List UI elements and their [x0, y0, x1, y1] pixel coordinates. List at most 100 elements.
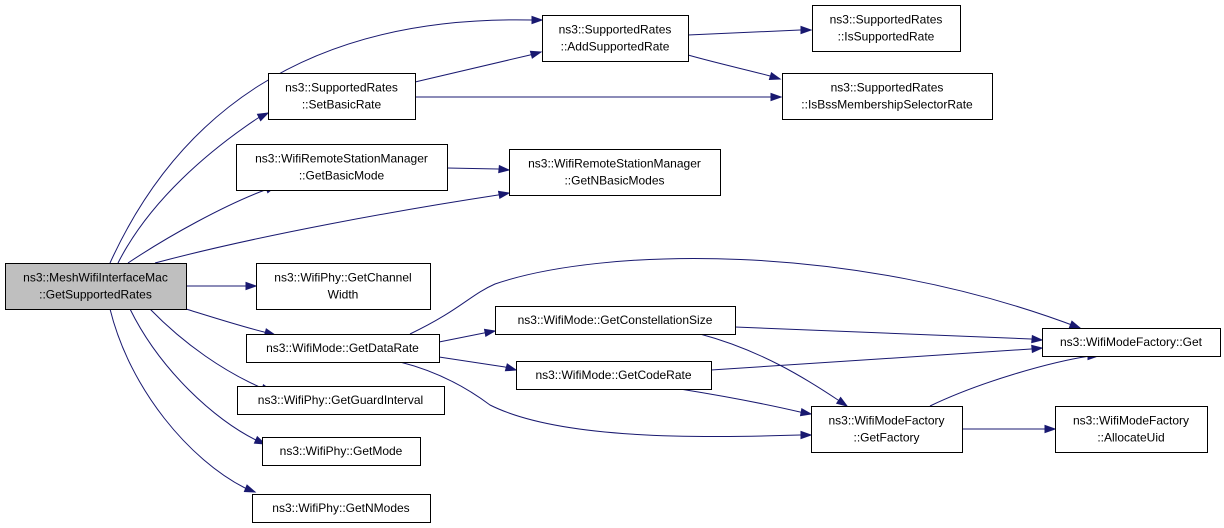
- arrowhead: [531, 15, 544, 25]
- node-is-supported-rate[interactable]: ns3::SupportedRates::IsSupportedRate: [812, 5, 961, 52]
- get-data-rate-to-factory-get: [409, 258, 1082, 335]
- node-label: ns3::MeshWifiInterfaceMac: [23, 271, 168, 285]
- edge-line: [154, 194, 499, 264]
- edge-line: [409, 258, 1081, 335]
- node-label: Width: [328, 288, 359, 302]
- edge-line: [687, 54, 771, 77]
- edge-line: [399, 361, 801, 437]
- node-label: ns3::WifiPhy::GetChannel: [274, 271, 411, 285]
- edge-line: [149, 308, 263, 389]
- node-box: [495, 306, 736, 335]
- edge-line: [109, 19, 533, 264]
- get-data-rate-to-get-factory: [399, 361, 813, 440]
- arrowhead: [529, 50, 543, 59]
- get-data-rate-to-constellation: [438, 328, 497, 343]
- node-label: ns3::WifiRemoteStationManager: [255, 152, 428, 166]
- edge-line: [127, 189, 266, 264]
- node-get-n-basic-modes[interactable]: ns3::WifiRemoteStationManager::GetNBasic…: [509, 149, 721, 196]
- node-label: ns3::WifiPhy::GetGuardInterval: [258, 393, 423, 407]
- node-box: [811, 406, 963, 453]
- node-box: [237, 386, 445, 415]
- add-supported-to-is-supported: [687, 25, 813, 36]
- node-get-constellation-size[interactable]: ns3::WifiMode::GetConstellationSize: [495, 306, 736, 335]
- node-label: ::IsBssMembershipSelectorRate: [801, 98, 973, 112]
- arrowhead: [835, 396, 849, 407]
- node-label: ::IsSupportedRate: [838, 30, 935, 44]
- arrowhead: [800, 25, 813, 35]
- root-to-add-supported-rate: [109, 15, 544, 264]
- node-set-basic-rate[interactable]: ns3::SupportedRates::SetBasicRate: [268, 73, 416, 120]
- edge-line: [414, 54, 531, 83]
- node-box: [268, 73, 416, 120]
- node-box: [509, 149, 721, 196]
- set-basic-rate-to-add-supported: [414, 50, 543, 83]
- node-label: ns3::WifiModeFactory: [828, 414, 944, 428]
- node-label: ::GetSupportedRates: [39, 288, 152, 302]
- node-label: ::GetBasicMode: [299, 169, 385, 183]
- node-box: [236, 144, 448, 191]
- root-to-get-channel-width: [186, 281, 258, 291]
- node-label: ns3::SupportedRates: [831, 81, 944, 95]
- constellation-to-factory-get: [734, 326, 1044, 344]
- node-box: [782, 73, 993, 120]
- arrowhead: [800, 430, 813, 440]
- arrowhead: [256, 112, 270, 122]
- node-label: ns3::WifiModeFactory::Get: [1060, 335, 1203, 349]
- arrowhead: [799, 407, 813, 417]
- edge-line: [679, 388, 801, 413]
- code-rate-to-get-factory: [679, 388, 813, 417]
- node-box: [516, 361, 712, 390]
- node-get-mode[interactable]: ns3::WifiPhy::GetMode: [262, 437, 421, 466]
- node-get-factory[interactable]: ns3::WifiModeFactory::GetFactory: [811, 406, 963, 453]
- node-get-code-rate[interactable]: ns3::WifiMode::GetCodeRate: [516, 361, 712, 390]
- edge-line: [438, 332, 485, 343]
- arrowhead: [245, 281, 258, 291]
- node-box: [1042, 328, 1221, 357]
- node-get-basic-mode[interactable]: ns3::WifiRemoteStationManager::GetBasicM…: [236, 144, 448, 191]
- node-allocate-uid[interactable]: ns3::WifiModeFactory::AllocateUid: [1055, 406, 1208, 453]
- edge-line: [446, 167, 499, 170]
- node-label: ns3::WifiPhy::GetMode: [280, 444, 403, 458]
- edge-line: [687, 29, 801, 36]
- arrowhead: [497, 190, 511, 200]
- node-label: ns3::WifiRemoteStationManager: [528, 157, 701, 171]
- node-box: [262, 437, 421, 466]
- arrowhead: [498, 164, 511, 174]
- node-label: ns3::SupportedRates: [285, 81, 398, 95]
- root-to-get-mode: [129, 308, 267, 445]
- add-supported-to-is-bss: [687, 54, 782, 81]
- node-get-n-modes[interactable]: ns3::WifiPhy::GetNModes: [252, 494, 431, 523]
- node-label: ns3::SupportedRates: [830, 13, 943, 27]
- node-label: ns3::WifiMode::GetConstellationSize: [518, 313, 713, 327]
- arrowhead: [770, 92, 783, 102]
- constellation-to-get-factory: [699, 333, 849, 407]
- edge-line: [185, 308, 265, 333]
- arrowhead: [504, 363, 518, 372]
- node-add-supported-rate[interactable]: ns3::SupportedRates::AddSupportedRate: [542, 15, 689, 62]
- edge-line: [129, 308, 257, 441]
- nodes: ns3::MeshWifiInterfaceMac::GetSupportedR…: [5, 5, 1221, 523]
- edge-line: [438, 356, 506, 368]
- node-box: [1055, 406, 1208, 453]
- node-factory-get[interactable]: ns3::WifiModeFactory::Get: [1042, 328, 1221, 357]
- root-to-get-n-modes: [109, 308, 257, 493]
- arrowhead: [1031, 334, 1044, 344]
- node-is-bss-membership[interactable]: ns3::SupportedRates::IsBssMembershipSele…: [782, 73, 993, 120]
- arrowhead: [1044, 424, 1057, 434]
- arrowhead: [768, 71, 782, 81]
- node-box: [256, 263, 431, 310]
- node-root[interactable]: ns3::MeshWifiInterfaceMac::GetSupportedR…: [5, 263, 187, 310]
- node-label: ::SetBasicRate: [302, 98, 382, 112]
- code-rate-to-factory-get: [710, 344, 1044, 371]
- get-basic-mode-to-get-n-basic: [446, 164, 511, 174]
- node-label: ::AddSupportedRate: [561, 40, 670, 54]
- get-data-rate-to-code-rate: [438, 356, 518, 372]
- node-get-data-rate[interactable]: ns3::WifiMode::GetDataRate: [246, 334, 440, 363]
- node-get-guard-interval[interactable]: ns3::WifiPhy::GetGuardInterval: [237, 386, 445, 415]
- arrowhead: [243, 484, 257, 493]
- get-factory-to-factory-get: [929, 351, 1100, 407]
- node-box: [246, 334, 440, 363]
- edge-line: [117, 117, 259, 264]
